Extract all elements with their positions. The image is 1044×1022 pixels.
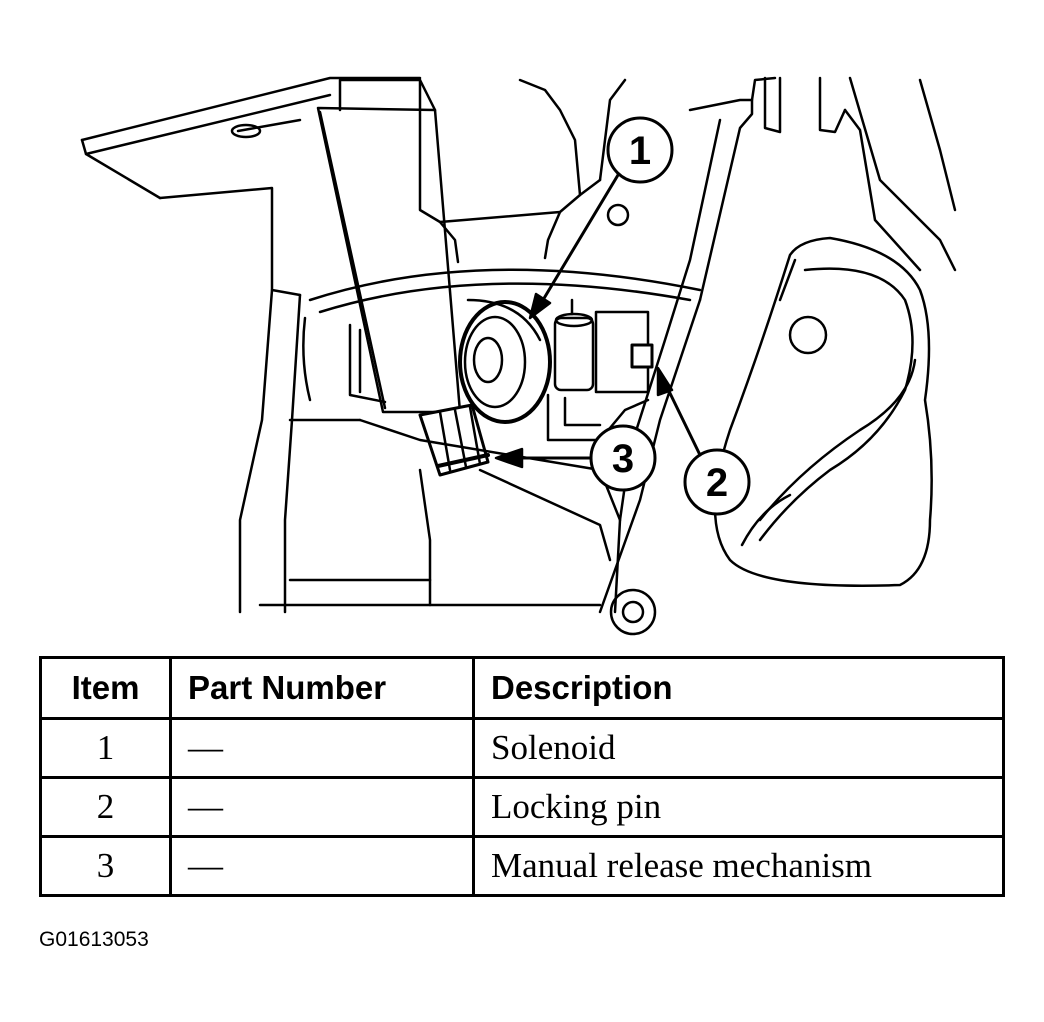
frame-cutout [713, 236, 933, 587]
cell-part-number: — [169, 835, 475, 897]
cell-description: Solenoid [472, 717, 1005, 779]
cell-item: 2 [39, 776, 172, 838]
locking-pin-assembly [546, 298, 654, 442]
svg-text:2: 2 [706, 461, 728, 505]
table-header-row: Item Part Number Description [39, 656, 1005, 720]
shift-lock-illustration: 1 2 3 [80, 76, 957, 636]
column-header-description: Description [472, 656, 1005, 720]
column-header-part-number: Part Number [169, 656, 475, 720]
callout-2-arrow [664, 383, 702, 457]
svg-text:3: 3 [612, 437, 634, 481]
cell-description: Manual release mechanism [472, 835, 1005, 897]
svg-text:1: 1 [629, 129, 651, 173]
callout-1-arrow [538, 173, 620, 307]
column-header-item: Item [39, 656, 172, 720]
callout-1: 1 [528, 116, 674, 320]
console-top [418, 78, 630, 264]
cell-part-number: — [169, 717, 475, 779]
cell-part-number: — [169, 776, 475, 838]
cell-description: Locking pin [472, 776, 1005, 838]
callout-2-arrowhead [656, 366, 674, 397]
callout-3: 3 [494, 424, 657, 492]
housing-panel [80, 76, 422, 614]
ring-housing [302, 268, 702, 404]
solenoid [458, 298, 552, 424]
table-row: 3 — Manual release mechanism [39, 835, 1005, 897]
callout-1-arrowhead [528, 292, 552, 320]
parts-table: Item Part Number Description 1 — Solenoi… [39, 656, 1005, 897]
steering-column [316, 78, 462, 414]
manual-release-mechanism [418, 403, 490, 477]
callout-2: 2 [656, 366, 751, 516]
callout-3-arrowhead [494, 447, 524, 469]
table-row: 2 — Locking pin [39, 776, 1005, 838]
table-row: 1 — Solenoid [39, 717, 1005, 779]
cell-item: 1 [39, 717, 172, 779]
cell-item: 3 [39, 835, 172, 897]
figure-id: G01613053 [39, 928, 149, 951]
